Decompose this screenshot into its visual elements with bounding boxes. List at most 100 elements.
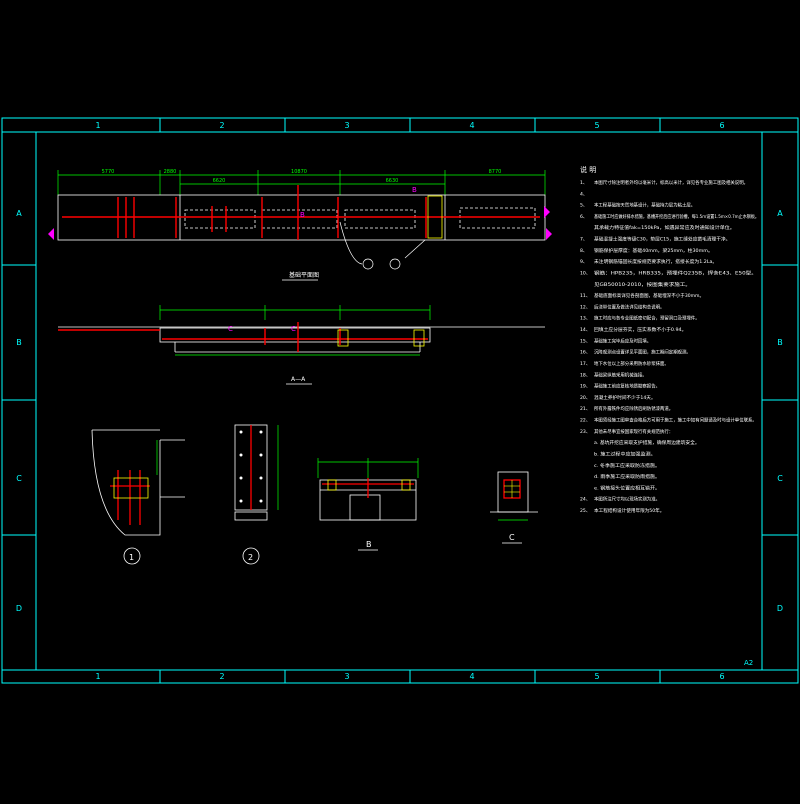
- col-label-bottom-6: 6: [719, 672, 724, 681]
- callout-circle-1: [362, 258, 374, 270]
- detail-c-label: C: [509, 533, 515, 542]
- row-label-right-b: B: [777, 338, 783, 347]
- note-text: 本图尺寸除注明者外均以毫米计，标高以米计，详见各专业施工图及相关说明。: [594, 179, 748, 186]
- general-notes: 说 明 1、本图尺寸除注明者外均以毫米计，标高以米计，详见各专业施工图及相关说明…: [580, 165, 759, 514]
- plan-mark-b-1: B: [300, 211, 305, 219]
- col-label-bottom-4: 4: [469, 672, 474, 681]
- plan-dim-4: 10870: [291, 169, 307, 175]
- note-text: c. 冬季施工应采取防冻措施。: [594, 462, 660, 469]
- note-number: 11、: [580, 293, 590, 299]
- note-text: 本工程结构设计使用年限为50年。: [594, 507, 664, 514]
- note-number: 25、: [580, 508, 590, 514]
- note-number: 13、: [580, 316, 590, 322]
- col-label-top-1: 1: [95, 121, 100, 130]
- row-label-left-a: A: [16, 209, 22, 218]
- plan-mark-b-2: B: [412, 186, 417, 194]
- note-text: 其承载力特征值fak=150kPa，如遇异常应及时通知设计单位。: [594, 224, 735, 231]
- note-text: 混凝土养护时间不少于14天。: [594, 394, 656, 401]
- detail-2-label: 2: [248, 553, 253, 562]
- note-number: 18、: [580, 372, 590, 378]
- col-label-bottom-1: 1: [95, 672, 100, 681]
- col-label-bottom-5: 5: [594, 672, 599, 681]
- plan-dim-2: 2880: [164, 169, 177, 175]
- note-number: 23、: [580, 429, 590, 435]
- note-text: 本工程基础按天然地基设计，基础持力层为粘土层。: [594, 202, 695, 209]
- note-text: 施工时应与各专业图纸密切配合，预留洞口及预埋件。: [594, 315, 700, 322]
- plan-dim-6: 8770: [489, 169, 502, 175]
- note-text: 钢筋：HPB235，HRB335，预埋件Q235B，焊条E43、E50型。: [594, 269, 757, 276]
- note-text: 未注明钢筋锚固长度按规范要求执行，搭接长度为1.2La。: [594, 258, 717, 265]
- note-text: 基础施工时应做好排水措施，基槽开挖后应进行验槽，每1.5m设置1.5m×0.7m…: [594, 213, 759, 220]
- detail-2: 2: [234, 424, 279, 565]
- sheet-number: A2: [744, 659, 753, 667]
- detail-c: C: [490, 471, 538, 544]
- note-number: 10、: [580, 270, 590, 276]
- note-number: 8、: [580, 248, 588, 254]
- note-text: 地下水位以上部分采用防水砂浆抹面。: [594, 360, 669, 367]
- note-number: 24、: [580, 497, 590, 503]
- note-text: d. 雨季施工应采取防雨措施。: [594, 473, 660, 480]
- note-text: 回填土应分层夯实，压实系数不小于0.94。: [594, 326, 686, 333]
- row-label-left-c: C: [16, 474, 22, 483]
- notes-list: 1、本图尺寸除注明者外均以毫米计，标高以米计，详见各专业施工图及相关说明。 4、 5…: [580, 179, 759, 514]
- col-label-top-6: 6: [719, 121, 724, 130]
- row-label-left-b: B: [16, 338, 22, 347]
- row-label-right-a: A: [777, 209, 783, 218]
- plan-title: 基础平面图: [289, 271, 319, 279]
- note-text: 基础梁纵筋采用机械连接。: [594, 371, 647, 378]
- note-text: 本图所注尺寸均以现场实测为准。: [594, 496, 660, 503]
- foundation-plan: 5770 2880 6620 10870 6630 8770: [48, 169, 552, 281]
- note-number: 12、: [580, 304, 590, 310]
- callout-circle-2: [389, 258, 401, 270]
- section-marker-a-right: [544, 206, 550, 218]
- section-mark-c-1: C: [228, 325, 233, 333]
- note-text: 见GB50010-2010，按图集要求施工。: [594, 281, 691, 288]
- notes-heading: 说 明: [580, 165, 596, 174]
- col-label-top-4: 4: [469, 121, 474, 130]
- row-label-right-c: C: [777, 474, 783, 483]
- note-text: b. 施工过程中应加强监测。: [594, 450, 656, 457]
- note-number: 9、: [580, 259, 588, 265]
- note-number: 19、: [580, 384, 590, 390]
- note-text: 基础施工完毕后应及时回填。: [594, 337, 651, 344]
- col-label-top-2: 2: [219, 121, 224, 130]
- detail-1: 1: [91, 429, 185, 565]
- section-marker-a-left: [48, 228, 54, 240]
- note-text: 沉降观测点设置详见平面图，施工期间定期观测。: [594, 349, 691, 356]
- note-number: 5、: [580, 203, 588, 209]
- section-aa-title: A—A: [291, 376, 306, 383]
- note-text: 本图须经施工图审查合格后方可用于施工，施工中如有问题请及时与设计单位联系。: [594, 417, 757, 424]
- note-text: 其他未尽事宜按国家现行有关规范执行：: [594, 428, 673, 435]
- note-text: a. 基坑开挖应采取支护措施，确保周边建筑安全。: [594, 439, 700, 446]
- note-number: 6、: [580, 214, 588, 220]
- detail-b-label: B: [366, 540, 372, 549]
- section-marker-a-right-2: [546, 228, 552, 240]
- note-text: 后浇带位置及做法详见结构总说明。: [594, 303, 664, 310]
- col-label-bottom-2: 2: [219, 672, 224, 681]
- note-number: 17、: [580, 361, 590, 367]
- note-number: 14、: [580, 327, 590, 333]
- section-aa: C C A—A: [58, 305, 545, 385]
- note-number: 4、: [580, 191, 588, 197]
- note-number: 1、: [580, 180, 588, 186]
- plan-dim-1: 5770: [102, 169, 115, 175]
- col-label-bottom-3: 3: [344, 672, 349, 681]
- note-text: e. 钢筋接头位置应相互错开。: [594, 484, 660, 491]
- detail-1-label: 1: [129, 553, 134, 562]
- note-number: 15、: [580, 338, 590, 344]
- note-text: 所有外露铁件均应除锈后刷防锈漆两道。: [594, 405, 673, 412]
- note-number: 7、: [580, 237, 588, 243]
- plan-dim-3: 6620: [213, 178, 226, 184]
- section-mark-c-2: C: [291, 325, 296, 333]
- note-text: 钢筋保护层厚度：基础40mm，梁25mm，柱30mm。: [594, 247, 713, 254]
- note-number: 16、: [580, 350, 590, 356]
- outer-frame: [1, 117, 799, 684]
- note-text: 基础底面标高详见各剖面图，基础埋深不小于30mm。: [594, 292, 704, 299]
- row-label-left-d: D: [16, 604, 22, 613]
- detail-b: B: [317, 458, 419, 551]
- row-label-right-d: D: [777, 604, 783, 613]
- note-text: 基础混凝土强度等级C30，垫层C15，施工缝处应凿毛清理干净。: [594, 236, 730, 243]
- note-number: 21、: [580, 406, 590, 412]
